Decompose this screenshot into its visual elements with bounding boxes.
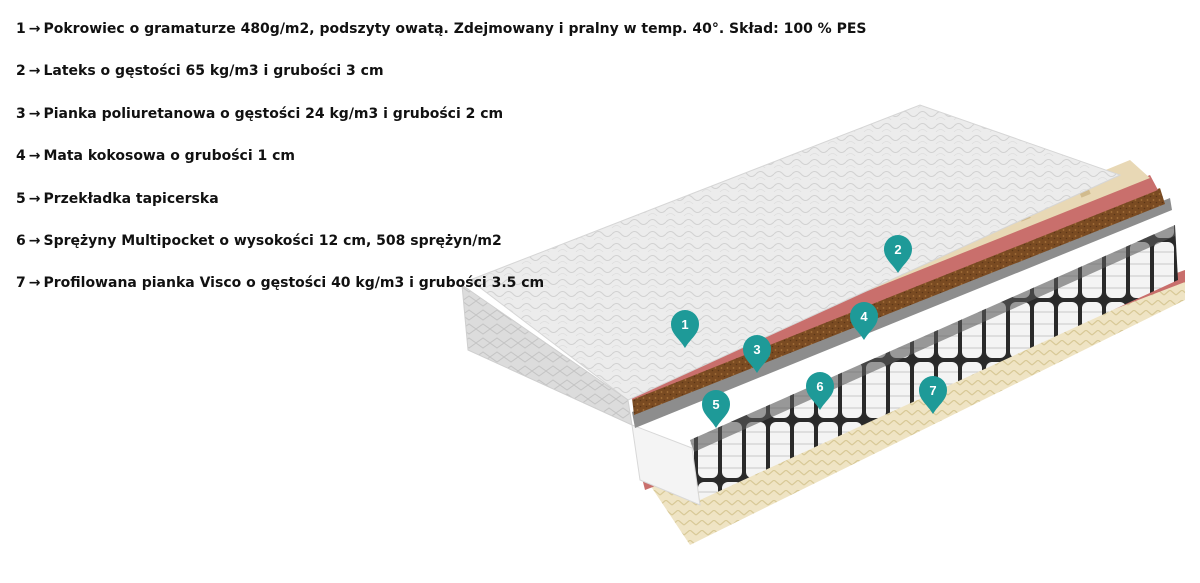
marker-pin-icon (919, 376, 947, 414)
legend-arrow: → (28, 275, 41, 292)
marker-pin-icon (806, 372, 834, 410)
legend-number: 4 (16, 148, 26, 165)
marker-pin-icon (884, 235, 912, 273)
marker-number: 1 (681, 317, 688, 332)
legend-number: 2 (16, 63, 26, 80)
legend-arrow: → (28, 190, 41, 207)
legend-item-5: 5→Przekładka tapicerska (16, 190, 916, 208)
legend-number: 7 (16, 275, 26, 292)
legend-arrow: → (28, 232, 41, 249)
legend-item-6: 6→Sprężyny Multipocket o wysokości 12 cm… (16, 232, 916, 250)
marker-number: 3 (753, 342, 760, 357)
legend-text: Sprężyny Multipocket o wysokości 12 cm, … (43, 232, 502, 249)
marker-number: 4 (860, 309, 868, 324)
legend-text: Lateks o gęstości 65 kg/m3 i grubości 3 … (43, 63, 384, 80)
legend-number: 1 (16, 21, 26, 37)
marker-1: 1 (671, 310, 699, 348)
legend-text: Przekładka tapicerska (43, 190, 219, 207)
marker-3: 3 (743, 335, 771, 373)
legend-item-7: 7→Profilowana pianka Visco o gęstości 40… (16, 274, 916, 292)
legend-number: 5 (16, 190, 26, 207)
marker-4: 4 (850, 302, 878, 340)
marker-number: 6 (816, 379, 823, 394)
marker-5: 5 (702, 390, 730, 428)
marker-7: 7 (919, 376, 947, 414)
marker-pin-icon (743, 335, 771, 373)
marker-pin-icon (702, 390, 730, 428)
cover-top (468, 104, 1122, 401)
legend-arrow: → (28, 63, 41, 80)
marker-6: 6 (806, 372, 834, 410)
marker-number: 7 (929, 383, 936, 398)
cover-left-side (461, 283, 633, 426)
legend-text: Mata kokosowa o grubości 1 cm (43, 148, 296, 165)
legend-arrow: → (28, 21, 41, 37)
marker-number: 2 (894, 242, 901, 257)
cover-side-panel (631, 424, 701, 506)
marker-pin-icon (671, 310, 699, 348)
marker-pin-icon (850, 302, 878, 340)
legend-text: Profilowana pianka Visco o gęstości 40 k… (43, 275, 545, 292)
legend-item-4: 4→Mata kokosowa o grubości 1 cm (16, 147, 916, 165)
legend-text: Pianka poliuretanowa o gęstości 24 kg/m3… (43, 105, 504, 122)
marker-2: 2 (884, 235, 912, 273)
legend-item-1: 1→Pokrowiec o gramaturze 480g/m2, podszy… (16, 20, 916, 38)
legend-item-3: 3→Pianka poliuretanowa o gęstości 24 kg/… (16, 105, 916, 123)
marker-number: 5 (712, 397, 719, 412)
legend-arrow: → (28, 148, 41, 165)
layer-legend: 1→Pokrowiec o gramaturze 480g/m2, podszy… (16, 20, 916, 317)
separator-layer (632, 198, 1172, 428)
legend-arrow: → (28, 105, 41, 122)
legend-number: 6 (16, 232, 26, 249)
legend-text: Pokrowiec o gramaturze 480g/m2, podszyty… (43, 21, 867, 37)
legend-number: 3 (16, 105, 26, 122)
legend-item-2: 2→Lateks o gęstości 65 kg/m3 i grubości … (16, 62, 916, 80)
